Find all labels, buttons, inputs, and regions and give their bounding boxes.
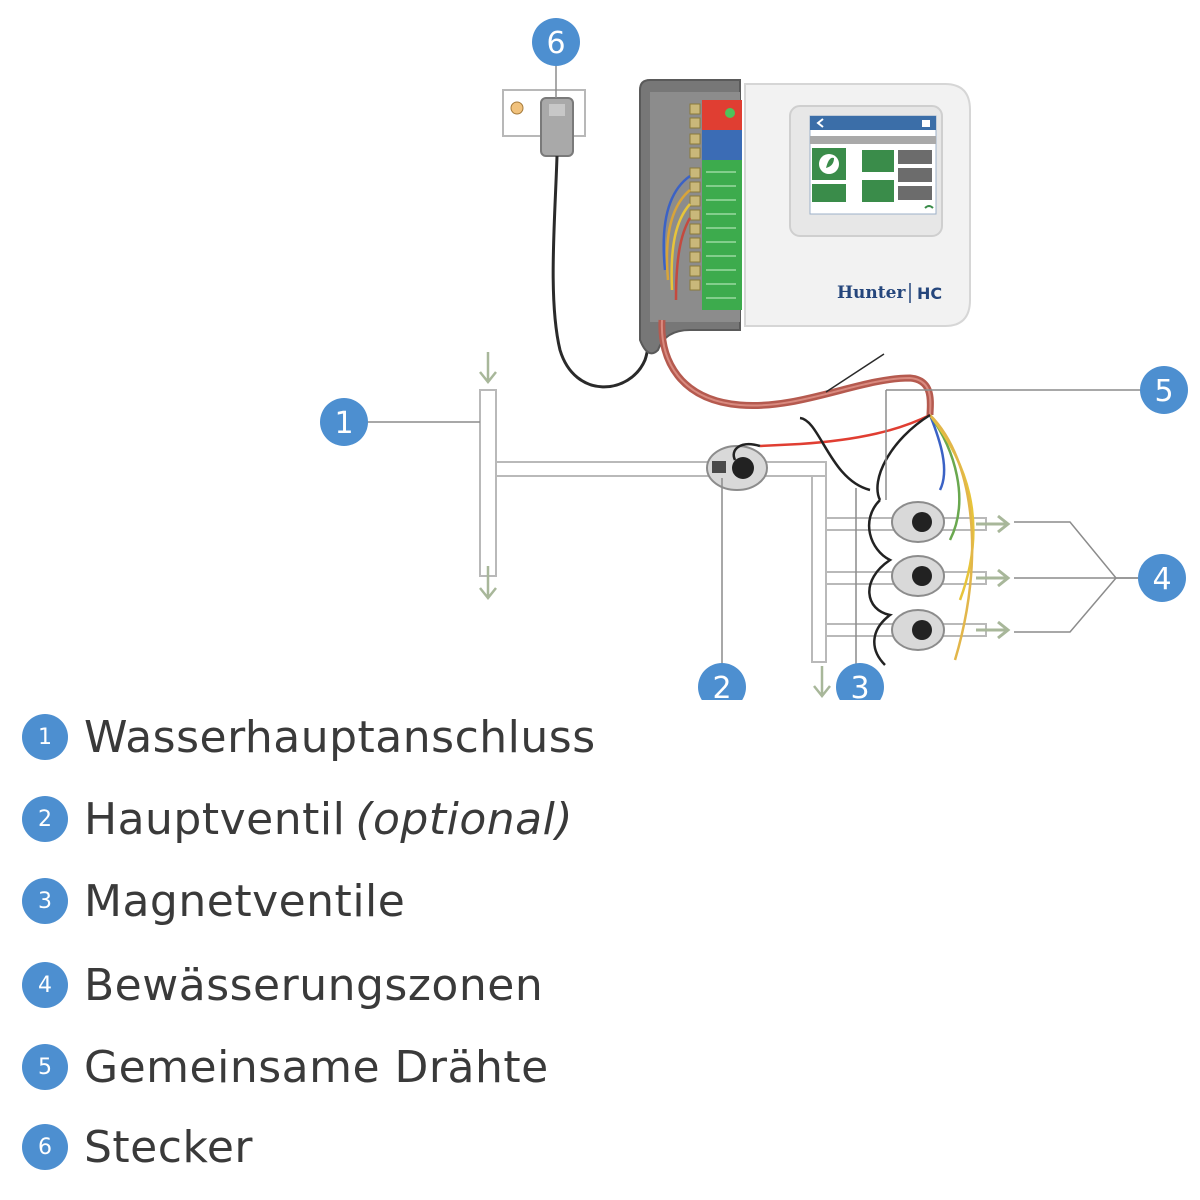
legend-item-6: 6 Stecker bbox=[22, 1117, 253, 1177]
legend-badge: 2 bbox=[22, 796, 68, 842]
legend-item-2: 2 Hauptventil (optional) bbox=[22, 789, 573, 849]
callout-2: 2 bbox=[698, 663, 746, 700]
main-water-pipe bbox=[479, 389, 827, 663]
home-icon bbox=[922, 120, 930, 127]
back-arrow-icon bbox=[816, 118, 824, 128]
callout-5: 5 bbox=[1140, 366, 1188, 414]
flow-arrow-icon bbox=[479, 352, 831, 699]
callout-4: 4 bbox=[1138, 554, 1186, 602]
plug-adapter-icon bbox=[540, 97, 574, 157]
legend-item-5: 5 Gemeinsame Drähte bbox=[22, 1037, 549, 1097]
irrigation-wiring-diagram: Hunter HC bbox=[320, 18, 1188, 700]
legend-badge: 5 bbox=[22, 1044, 68, 1090]
legend-label: Wasserhauptanschluss bbox=[84, 711, 596, 763]
wifi-icon bbox=[924, 205, 934, 209]
svg-text:3: 3 bbox=[850, 671, 869, 700]
legend-badge: 6 bbox=[22, 1124, 68, 1170]
controller: Hunter HC bbox=[639, 79, 971, 355]
model-label: HC bbox=[917, 284, 942, 303]
legend-label: Stecker bbox=[84, 1121, 254, 1173]
legend-badge: 4 bbox=[22, 962, 68, 1008]
flow-arrow-icon bbox=[976, 514, 1011, 640]
legend-label: Gemeinsame Drähte bbox=[84, 1041, 549, 1093]
brand-label: Hunter bbox=[837, 283, 906, 303]
valve-icon bbox=[706, 445, 768, 491]
legend-note: (optional) bbox=[355, 793, 573, 845]
terminal-block bbox=[702, 160, 742, 310]
zone-valves bbox=[891, 501, 945, 651]
callout-1: 1 bbox=[320, 398, 368, 446]
legend-label: Magnetventile bbox=[84, 875, 406, 927]
svg-text:2: 2 bbox=[712, 671, 731, 700]
legend-item-3: 3 Magnetventile bbox=[22, 871, 405, 931]
callout-6: 6 bbox=[532, 18, 580, 66]
svg-text:1: 1 bbox=[334, 406, 353, 441]
legend-item-1: 1 Wasserhauptanschluss bbox=[22, 707, 596, 767]
callout-3: 3 bbox=[836, 663, 884, 700]
legend-badge: 3 bbox=[22, 878, 68, 924]
legend-label: Hauptventil bbox=[84, 793, 346, 845]
svg-text:5: 5 bbox=[1154, 374, 1173, 409]
legend-badge: 1 bbox=[22, 714, 68, 760]
legend-label: Bewässerungszonen bbox=[84, 959, 544, 1011]
svg-text:6: 6 bbox=[546, 26, 565, 61]
legend-item-4: 4 Bewässerungszonen bbox=[22, 955, 543, 1015]
svg-text:4: 4 bbox=[1152, 562, 1171, 597]
